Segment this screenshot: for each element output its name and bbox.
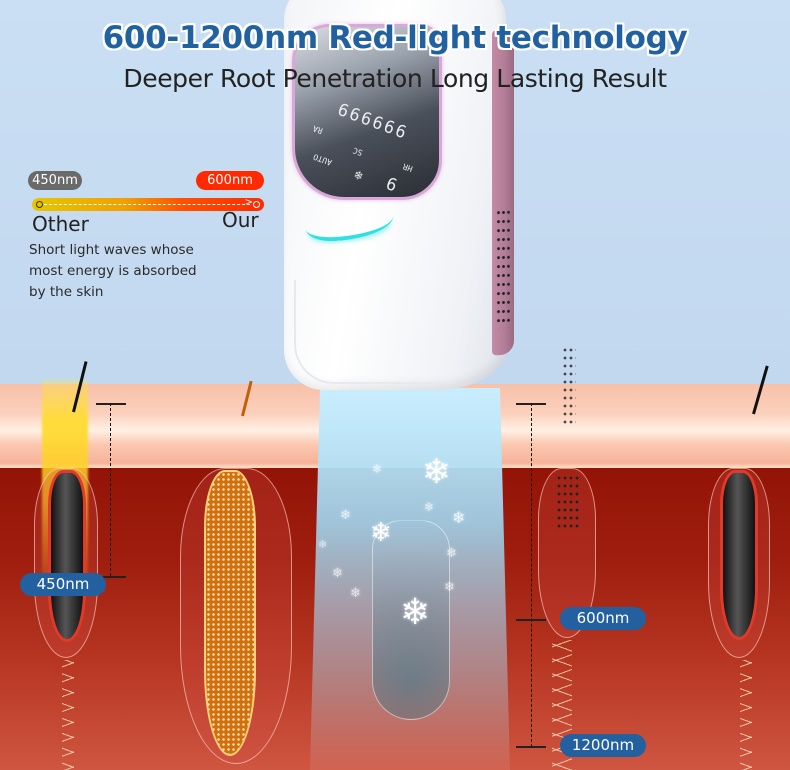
- ipl-device: 999999 RA SC AUTO HR ❄ 9: [284, 0, 516, 398]
- display-label-auto: AUTO: [312, 151, 334, 168]
- depth-badge-1200nm: 1200nm: [560, 734, 646, 757]
- device-head-rim: [294, 280, 499, 384]
- snowflake-icon: ❄: [444, 580, 455, 595]
- snowflake-icon: ❄: [318, 538, 328, 551]
- snowflake-icon: ❄: [352, 166, 366, 183]
- snowflake-icon: ❄: [424, 500, 435, 514]
- lcd-display: 999999 RA SC AUTO HR ❄ 9: [292, 24, 442, 200]
- dashed-arrow-line: [44, 204, 250, 205]
- nerve-helix: [62, 660, 74, 770]
- display-label-ra: RA: [311, 123, 324, 136]
- snowflake-icon: ❄: [372, 462, 383, 476]
- label-our: Our: [222, 208, 259, 232]
- snowflake-icon: ❄: [400, 592, 431, 633]
- label-other: Other: [32, 212, 89, 236]
- nerve-helix: [740, 660, 752, 770]
- treated-hair-follicle: [372, 520, 450, 720]
- particle-dots: [556, 474, 580, 530]
- depth-tick-mid: [516, 619, 546, 621]
- snowflake-icon: ❄: [350, 586, 361, 601]
- wavelength-gradient-bar: >: [32, 197, 264, 211]
- flash-counter: 999999: [333, 97, 410, 141]
- display-label-sc: SC: [351, 145, 364, 158]
- short-wave-description: Short light waves whose most energy is a…: [29, 242, 197, 300]
- end-circle-icon: [253, 201, 260, 208]
- depth-dashed-line: [531, 403, 532, 747]
- particle-dots: [562, 346, 576, 426]
- depth-dashed-line: [110, 403, 111, 576]
- snowflake-icon: ❄: [422, 452, 451, 492]
- depth-tick-top: [96, 403, 126, 405]
- arrow-right-icon: >: [244, 197, 253, 208]
- depth-tick-bottom: [96, 576, 126, 578]
- depth-badge-450nm: 450nm: [20, 573, 106, 596]
- vent-grill: [496, 207, 510, 329]
- hair-root-black: [48, 470, 86, 642]
- depth-tick-bottom: [516, 746, 546, 748]
- hair-root-heated: [204, 470, 256, 756]
- start-circle-icon: [36, 201, 43, 208]
- snowflake-icon: ❄: [332, 566, 343, 581]
- display-label-hr: HR: [401, 161, 414, 174]
- subheadline: Deeper Root Penetration Long Lasting Res…: [123, 64, 667, 93]
- snowflake-icon: ❄: [340, 508, 351, 523]
- snowflake-icon: ❄: [452, 508, 466, 527]
- badge-600nm: 600nm: [196, 171, 264, 190]
- headline: 600-1200nm Red-light technology: [102, 20, 688, 56]
- hair-root-black: [720, 470, 758, 640]
- energy-level: 9: [383, 171, 401, 195]
- snowflake-icon: ❄: [370, 518, 392, 548]
- depth-badge-600nm: 600nm: [560, 607, 646, 630]
- badge-450nm: 450nm: [28, 171, 82, 190]
- snowflake-icon: ❄: [446, 546, 457, 561]
